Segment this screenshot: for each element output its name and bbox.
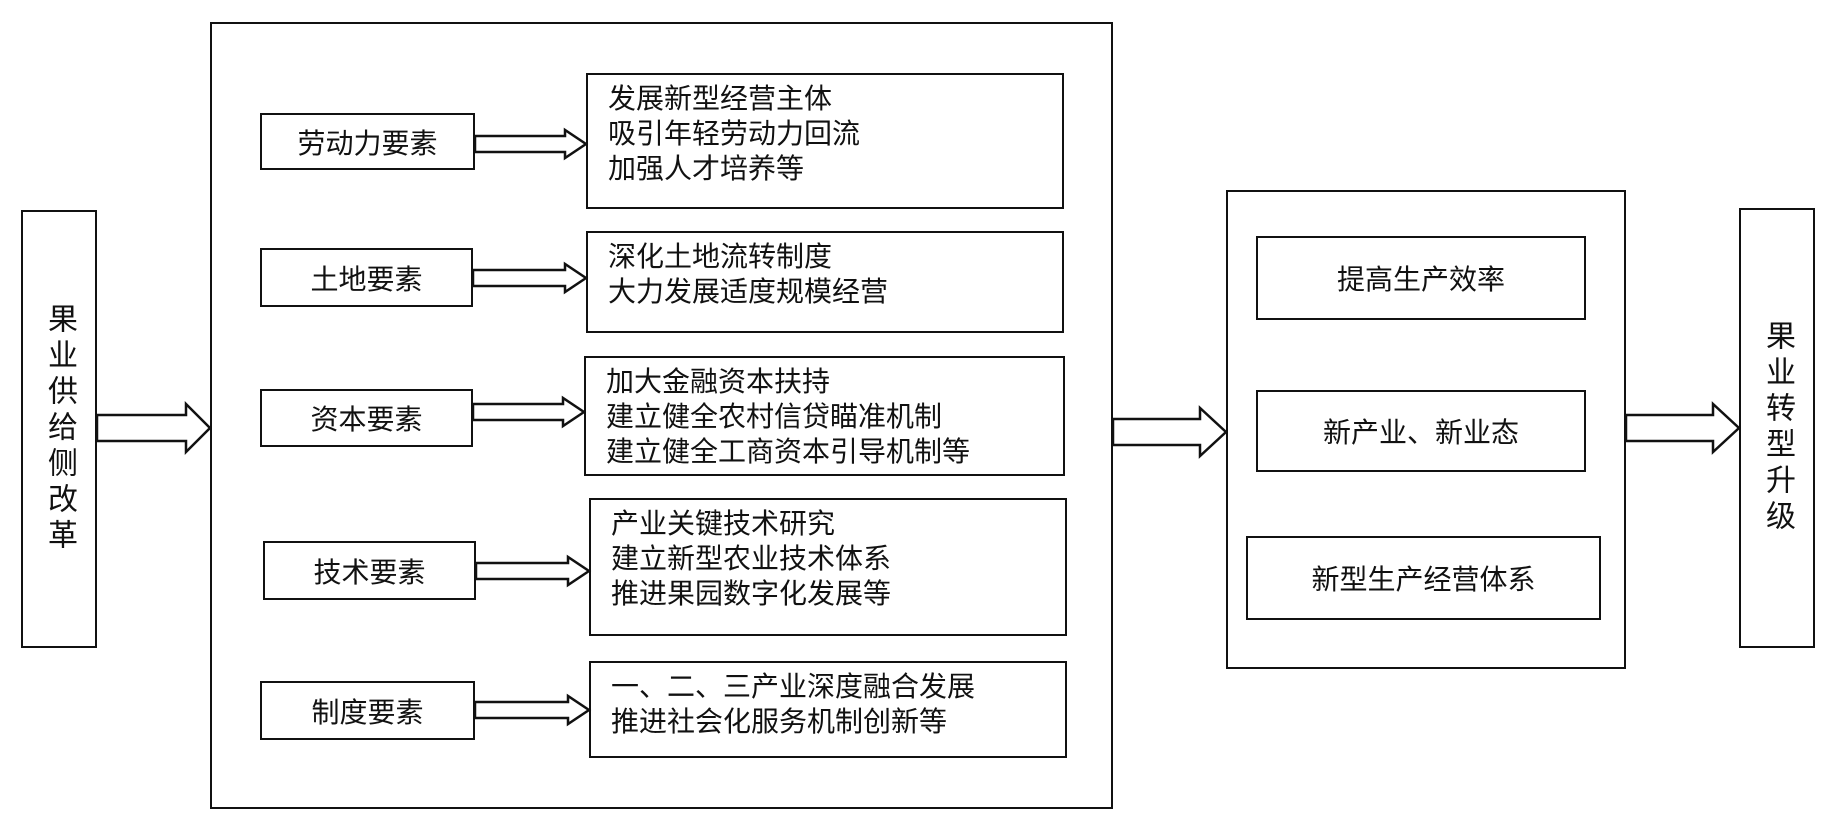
right-box-industry-upgrade: 果业转型升级	[1739, 208, 1815, 648]
factor-box-technology: 技术要素	[263, 541, 476, 600]
detail-line: 推进果园数字化发展等	[611, 577, 892, 610]
outcome-label: 新型生产经营体系	[1311, 563, 1536, 596]
outcome-box-efficiency: 提高生产效率	[1256, 236, 1586, 320]
arrow-factors-to-outcomes-icon	[1111, 405, 1228, 459]
outcome-box-new-system: 新型生产经营体系	[1246, 536, 1601, 620]
outcome-label: 提高生产效率	[1336, 263, 1505, 296]
detail-line: 建立健全农村信贷瞄准机制	[606, 400, 943, 433]
arrow-capital-icon	[471, 395, 587, 429]
detail-box-technology: 产业关键技术研究 建立新型农业技术体系 推进果园数字化发展等	[589, 498, 1067, 636]
outcome-label: 新产业、新业态	[1322, 416, 1519, 449]
detail-line: 产业关键技术研究	[611, 507, 836, 540]
detail-line: 深化土地流转制度	[608, 240, 833, 273]
arrow-outcomes-to-upgrade-icon	[1624, 401, 1741, 455]
detail-line: 加强人才培养等	[608, 152, 805, 185]
factor-label: 劳动力要素	[297, 126, 438, 160]
detail-line: 建立新型农业技术体系	[611, 542, 892, 575]
factor-box-land: 土地要素	[260, 248, 473, 307]
factor-box-capital: 资本要素	[260, 389, 473, 447]
right-box-label: 果业转型升级	[1760, 320, 1795, 536]
left-box-label: 果业供给侧改革	[42, 303, 77, 555]
detail-line: 吸引年轻劳动力回流	[608, 117, 861, 150]
detail-line: 发展新型经营主体	[608, 82, 833, 115]
detail-box-institution: 一、二、三产业深度融合发展 推进社会化服务机制创新等	[589, 661, 1067, 758]
detail-line: 建立健全工商资本引导机制等	[606, 435, 971, 468]
arrow-land-icon	[471, 261, 589, 295]
detail-box-land: 深化土地流转制度 大力发展适度规模经营	[586, 231, 1064, 333]
factor-box-labor: 劳动力要素	[260, 113, 475, 170]
detail-line: 大力发展适度规模经营	[608, 275, 889, 308]
outcome-box-new-industry: 新产业、新业态	[1256, 390, 1586, 472]
factor-label: 土地要素	[310, 262, 423, 296]
detail-line: 一、二、三产业深度融合发展	[611, 670, 976, 703]
factor-label: 制度要素	[311, 695, 424, 729]
detail-line: 加大金融资本扶持	[606, 365, 831, 398]
factor-label: 资本要素	[310, 403, 423, 436]
factor-label: 技术要素	[313, 555, 426, 589]
detail-box-labor: 发展新型经营主体 吸引年轻劳动力回流 加强人才培养等	[586, 73, 1064, 209]
detail-box-capital: 加大金融资本扶持 建立健全农村信贷瞄准机制 建立健全工商资本引导机制等	[584, 356, 1065, 476]
arrow-left-to-factors-icon	[95, 400, 212, 456]
arrow-institution-icon	[473, 693, 592, 727]
arrow-technology-icon	[474, 554, 592, 588]
left-box-supply-side-reform: 果业供给侧改革	[21, 210, 97, 648]
detail-line: 推进社会化服务机制创新等	[611, 705, 948, 738]
arrow-labor-icon	[473, 127, 589, 161]
